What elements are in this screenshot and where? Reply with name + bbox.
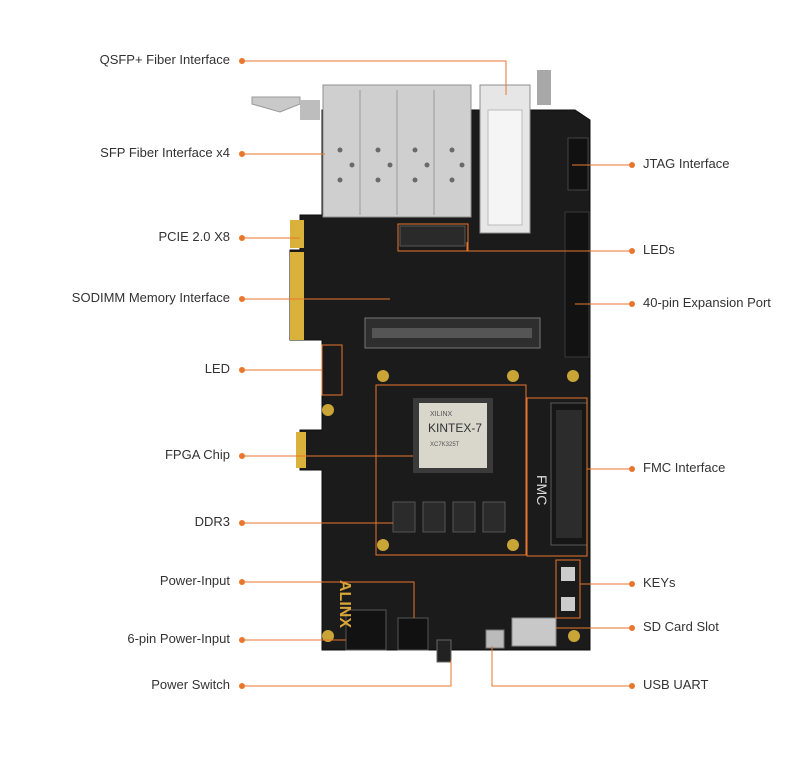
dot-sfp (239, 151, 245, 157)
led-box (321, 344, 343, 396)
chip-vendor: XILINX (430, 411, 453, 418)
label-sfp: SFP Fiber Interface x4 (100, 145, 230, 160)
label-six-pin: 6-pin Power-Input (127, 631, 230, 646)
dot-expansion (629, 301, 635, 307)
leader-qsfp (242, 60, 507, 95)
label-sodimm: SODIMM Memory Interface (71, 290, 230, 305)
label-keys: KEYs (643, 575, 676, 590)
label-led: LED (204, 361, 230, 376)
label-usb: USB UART (643, 677, 709, 692)
usb-port (485, 629, 505, 649)
fpga-chip (413, 398, 493, 473)
leader-power-input (242, 581, 415, 618)
board-brand: ALINX (336, 580, 353, 628)
dot-fpga (239, 453, 245, 459)
dot-power-input (239, 579, 245, 585)
dot-leds (629, 248, 635, 254)
fmc-box (526, 397, 588, 557)
dot-sd (629, 625, 635, 631)
fmc-connector (550, 402, 588, 546)
pcie-bracket (251, 70, 551, 120)
mounting-holes (322, 370, 580, 642)
leds-box (397, 223, 469, 252)
label-ddr3: DDR3 (194, 514, 230, 529)
dot-fmc (629, 466, 635, 472)
dot-usb (629, 683, 635, 689)
dot-six-pin (239, 637, 245, 643)
dot-jtag (629, 162, 635, 168)
dot-qsfp (239, 58, 245, 64)
label-qsfp: QSFP+ Fiber Interface (99, 52, 230, 67)
sodimm-slot (364, 317, 541, 349)
fpga-box (375, 384, 527, 556)
label-pcie: PCIE 2.0 X8 (158, 229, 230, 244)
dot-pcie (239, 235, 245, 241)
dot-ddr3 (239, 520, 245, 526)
dot-power-switch (239, 683, 245, 689)
jtag-header (567, 137, 589, 191)
fmc-mark: FMC (534, 475, 550, 505)
power-switch (436, 639, 452, 663)
label-fmc: FMC Interface (643, 460, 726, 475)
label-leds: LEDs (643, 242, 675, 257)
sd-slot (511, 617, 557, 647)
ddr3-chips (392, 501, 506, 533)
sfp-cage (322, 84, 472, 218)
label-fpga: FPGA Chip (164, 447, 230, 462)
pcie-gold-fingers (290, 220, 306, 468)
keys-box (555, 559, 581, 619)
dot-sodimm (239, 296, 245, 302)
label-sd: SD Card Slot (643, 619, 719, 634)
power-jack (397, 617, 429, 651)
label-power-input: Power-Input (159, 573, 230, 588)
leader-usb (491, 646, 632, 687)
expansion-header (564, 211, 590, 358)
dot-led (239, 367, 245, 373)
chip-part: XC7K325T (430, 442, 460, 448)
dot-keys (629, 581, 635, 587)
label-power-switch: Power Switch (151, 677, 230, 692)
six-pin-header (345, 609, 387, 651)
label-jtag: JTAG Interface (643, 156, 730, 171)
leds-block (399, 225, 466, 247)
label-expansion: 40-pin Expansion Port (643, 295, 771, 310)
chip-family: KINTEX-7 (428, 421, 482, 435)
leader-power-switch (242, 660, 452, 687)
qsfp-cage (479, 84, 531, 234)
keys (561, 567, 575, 611)
